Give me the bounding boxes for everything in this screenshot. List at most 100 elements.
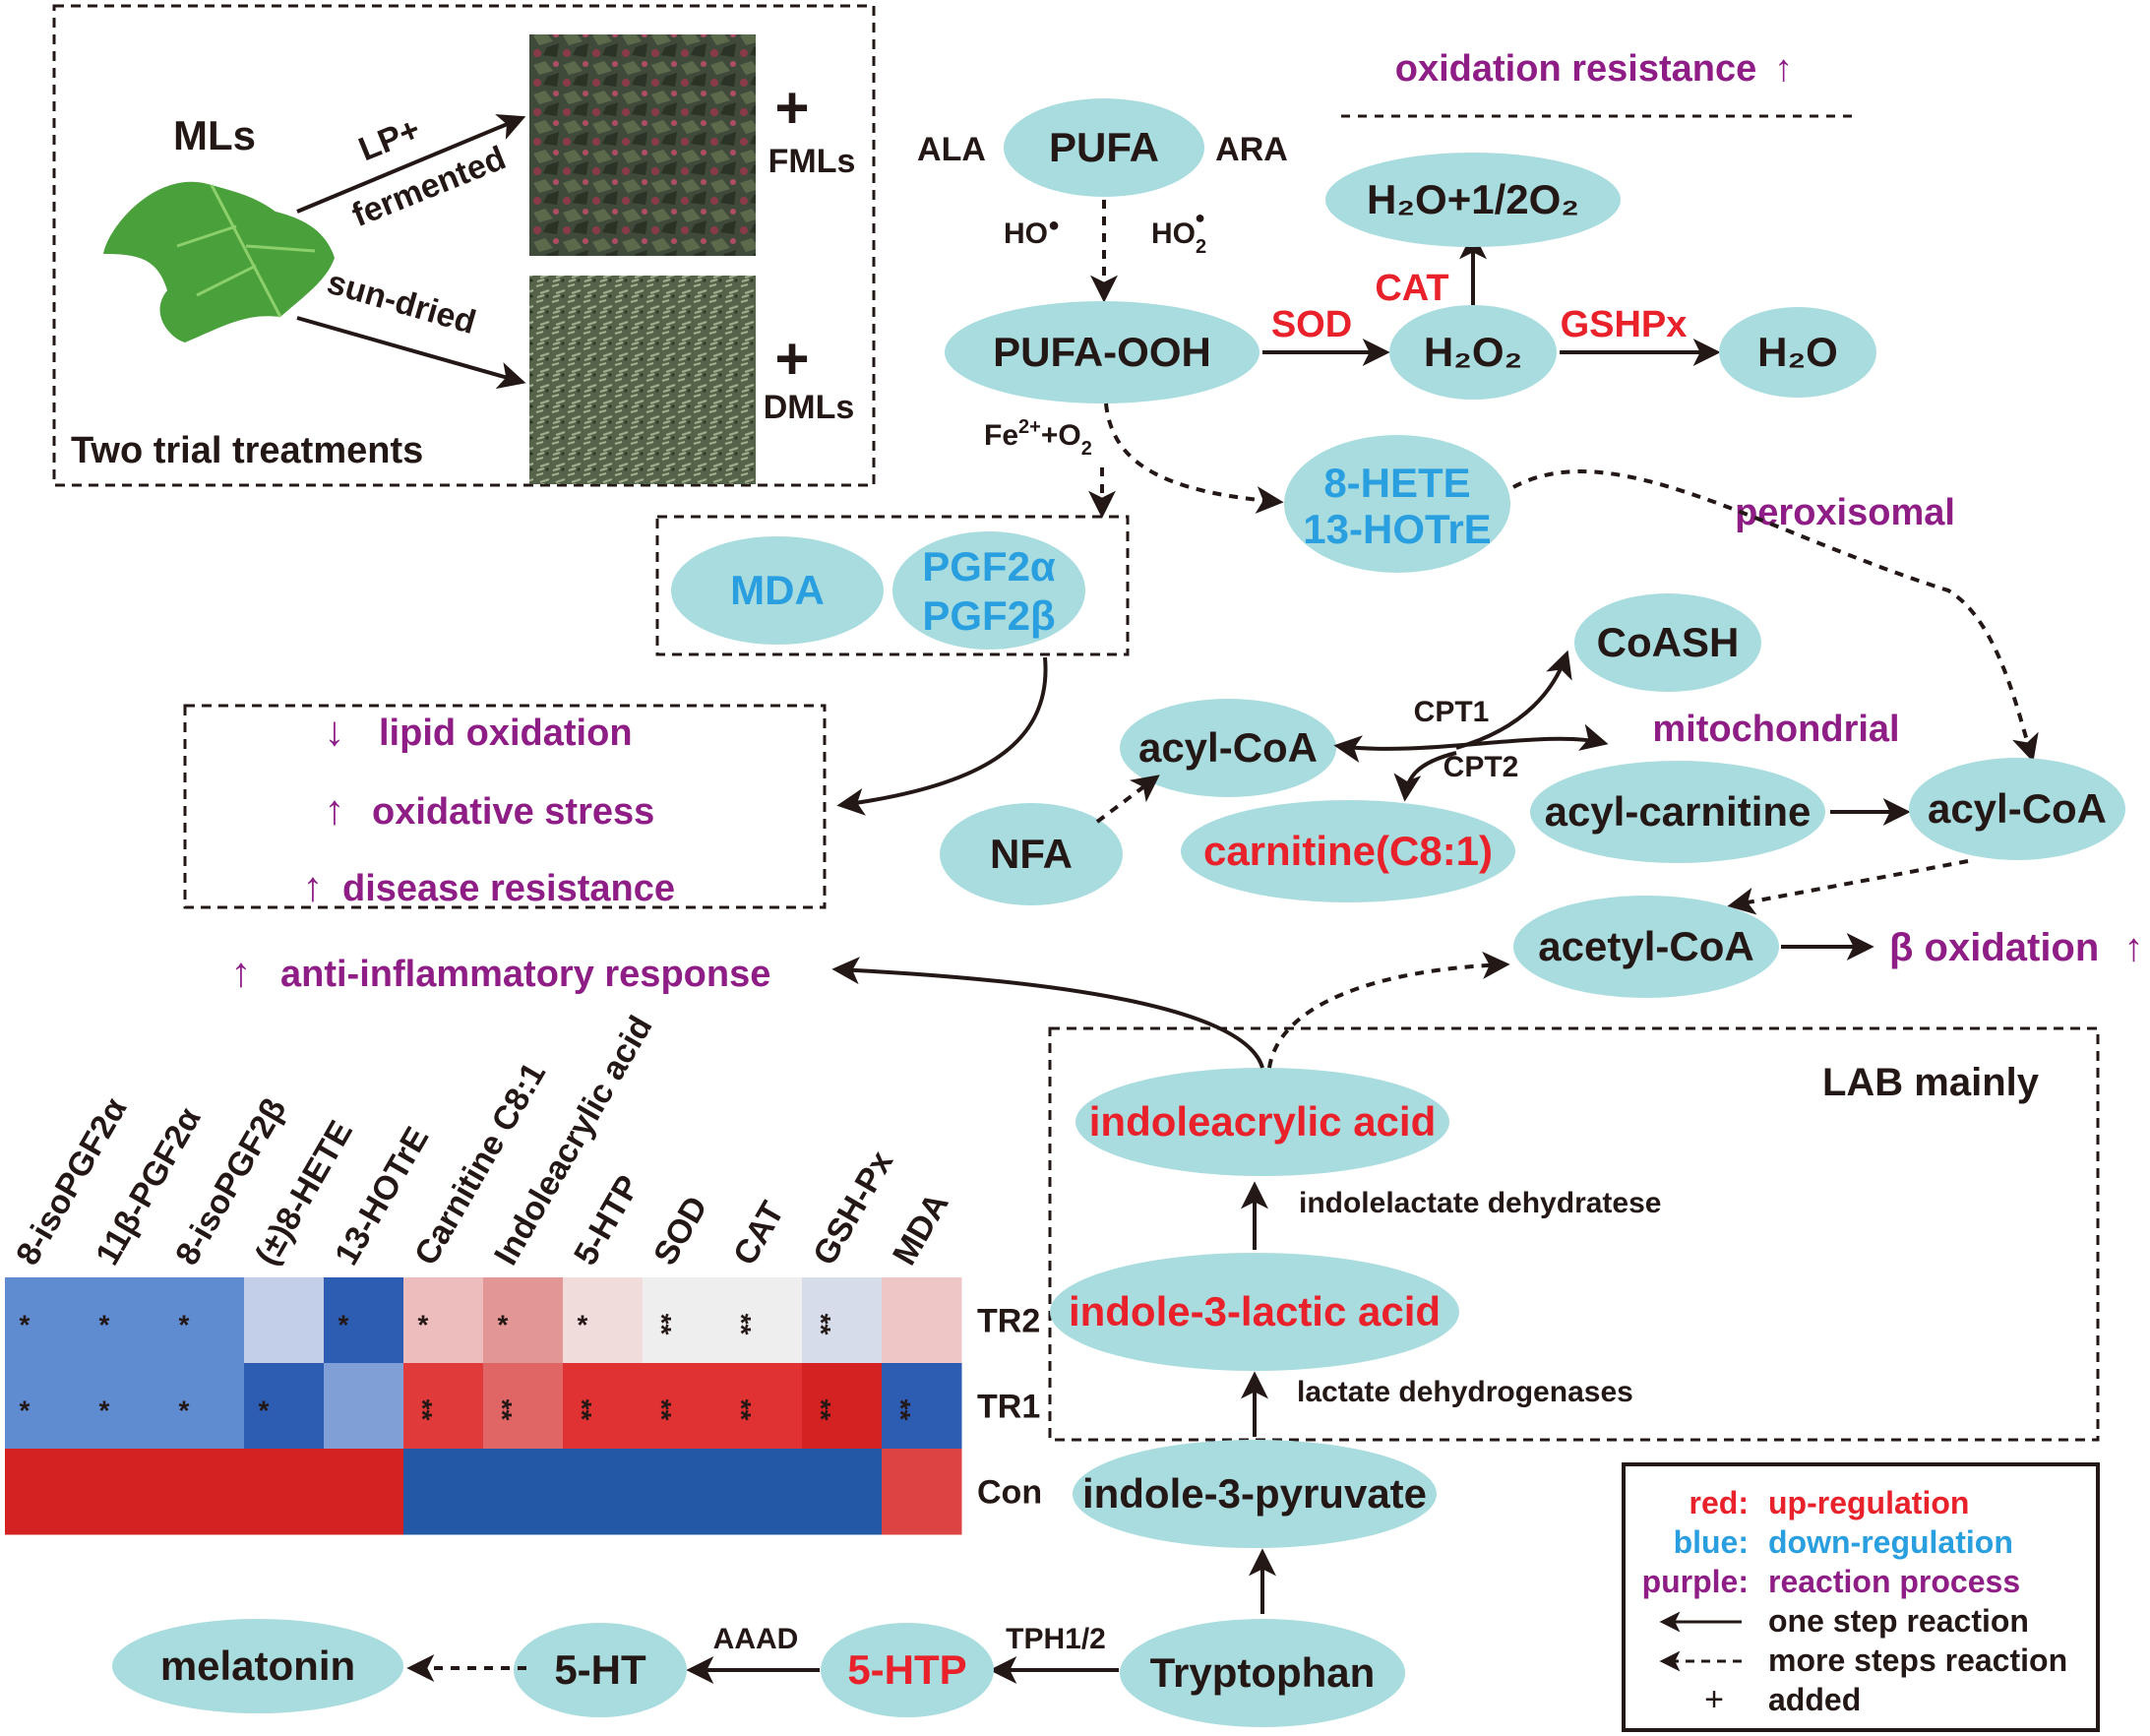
indole-pyruvate-label: indole-3-pyruvate: [1082, 1470, 1427, 1517]
heatmap-cell: [164, 1277, 245, 1364]
ht-node: [514, 1623, 687, 1717]
fatty-acid-pathway: CoASH acyl-CoA CPT1 CPT2 mitochondrial N…: [940, 593, 2143, 998]
cpt-double-arrow: [1333, 723, 1609, 763]
pufa-pathway: ALA ARA PUFA HO● HO2● PUFA-OOH SOD H₂O₂ …: [655, 48, 2039, 763]
oxidation-resistance-label: oxidation resistance↑: [1395, 48, 1793, 90]
down-arrow-icon: ↓: [325, 708, 345, 754]
heatmap-cell: [802, 1363, 883, 1450]
lp-plus-label: LP+: [353, 110, 425, 168]
heatmap-cell: [164, 1363, 245, 1450]
heatmap-significance-mark: **: [487, 1399, 518, 1421]
h2o2-node: [1389, 305, 1557, 400]
heatmap-significance-mark: *: [259, 1395, 270, 1426]
htp-node: [821, 1623, 994, 1717]
h2o-half-o2-node: [1325, 153, 1621, 247]
heatmap-cell: [882, 1363, 962, 1450]
heatmap-significance-mark: *: [418, 1310, 429, 1340]
legend-red-value: up-regulation: [1768, 1485, 1969, 1520]
heatmap-significance-mark: **: [726, 1314, 757, 1335]
heatmap-significance-mark: *: [99, 1310, 110, 1340]
beta-oxidation-label: β oxidation↑: [1889, 926, 2143, 969]
ferment-arrow: [296, 114, 526, 214]
heatmap-cell: [5, 1277, 86, 1364]
nfa-label: NFA: [990, 831, 1073, 877]
cat-label: CAT: [1375, 268, 1448, 309]
heatmap-significance-mark: **: [407, 1399, 438, 1421]
indole-lactic-node: [1050, 1253, 1459, 1371]
heatmap-cell: [403, 1363, 484, 1450]
ht-label: 5-HT: [554, 1646, 646, 1693]
legend-plus-symbol: +: [1704, 1681, 1724, 1718]
oxidative-stress-label: oxidative stress: [372, 791, 654, 833]
acyl-coa-right-label: acyl-CoA: [1928, 785, 2107, 832]
heatmap-significance-mark: *: [99, 1395, 110, 1426]
tph-label: TPH1/2: [1006, 1623, 1106, 1655]
acyl-coa-right-node: [1909, 758, 2125, 860]
fermented-leaves-image: [529, 34, 756, 256]
aaad-label: AAAD: [713, 1623, 799, 1655]
heatmap-cell: [244, 1449, 325, 1535]
heatmap-significance-mark: **: [726, 1399, 757, 1421]
treatments-caption: Two trial treatments: [71, 430, 423, 471]
enzyme-1-label: indolelactate dehydratese: [1299, 1187, 1661, 1219]
ara-label: ARA: [1215, 131, 1288, 168]
h2o-half-o2-label: H₂O+1/2O₂: [1367, 176, 1579, 222]
fe-o2-label: Fe2++O2: [984, 416, 1092, 460]
heatmap-cell: [164, 1449, 245, 1535]
tryptophan-node: [1120, 1619, 1405, 1727]
heatmap-cell: [563, 1363, 644, 1450]
dried-leaves-image: [529, 276, 756, 484]
ho2-label: HO2●: [1151, 208, 1206, 258]
legend-plus-label: added: [1768, 1682, 1861, 1717]
heatmap-cell: [85, 1449, 165, 1535]
pgf2b-label: PGF2β: [922, 592, 1055, 639]
nfa-node: [940, 803, 1123, 905]
up-arrow-icon-stress: ↑: [325, 786, 345, 833]
hete-label: 8-HETE: [1323, 460, 1470, 506]
acylcoa-to-acetylcoa-arrow: [1727, 859, 1969, 915]
hotre-label: 13-HOTrE: [1303, 506, 1491, 552]
heatmap-significance-mark: **: [806, 1399, 836, 1421]
legend-red-key: red:: [1689, 1485, 1749, 1520]
sundry-arrow: [296, 316, 526, 390]
heatmap-cell: [483, 1363, 564, 1450]
legend-solid-label: one step reaction: [1768, 1603, 2029, 1639]
cpt1-label: CPT1: [1414, 696, 1490, 728]
hete-hotre-node: [1284, 435, 1510, 573]
pufa-ooh-node: [945, 301, 1259, 403]
heatmap-cell: [643, 1449, 723, 1535]
acyl-coa-left-label: acyl-CoA: [1138, 724, 1318, 771]
heatmap: 8-isoPGF2α11β-PGF2α8-isoPGF2β(±)8-HETE13…: [5, 1010, 1042, 1535]
htp-label: 5-HTP: [847, 1646, 966, 1693]
indoleacrylic-to-acetylcoa-arrow: [1267, 951, 1510, 1069]
h2o2-label: H₂O₂: [1424, 329, 1522, 375]
heatmap-significance-mark: *: [20, 1395, 31, 1426]
acyl-coa-left-node: [1120, 699, 1336, 797]
indole-pyruvate-node: [1073, 1440, 1437, 1548]
ala-label: ALA: [917, 131, 986, 168]
sun-dried-label: sun-dried: [323, 264, 479, 341]
hete-to-acylcoa-arrow: [1512, 469, 2039, 763]
legend-dashed-label: more steps reaction: [1768, 1643, 2067, 1678]
h2o-node: [1719, 307, 1876, 398]
heatmap-cell: [483, 1449, 564, 1535]
heatmap-significance-mark: *: [20, 1310, 31, 1340]
tryptophan-pathway: Tryptophan TPH1/2 5-HTP AAAD 5-HT melato…: [112, 1548, 1405, 1727]
heatmap-row-label: TR2: [977, 1303, 1040, 1340]
mda-label: MDA: [730, 567, 825, 613]
pgf-node: [892, 531, 1085, 650]
legend-blue-key: blue:: [1674, 1524, 1749, 1560]
indoleacrylic-node: [1075, 1068, 1449, 1176]
legend-purple-key: purple:: [1642, 1564, 1749, 1599]
heatmap-cell: [483, 1277, 564, 1364]
heatmap-significance-mark: *: [578, 1310, 588, 1340]
up-arrow-icon-inflammatory: ↑: [231, 949, 252, 995]
heatmap-column-label: SOD: [646, 1190, 715, 1271]
lab-mainly-label: LAB mainly: [1822, 1061, 2040, 1104]
coash-node: [1574, 593, 1761, 692]
heatmap-cell: [882, 1277, 962, 1364]
tryptophan-label: Tryptophan: [1150, 1649, 1376, 1696]
lab-pathway: LAB mainly indoleacrylic acid indolelact…: [831, 951, 2100, 1548]
melatonin-label: melatonin: [160, 1643, 355, 1689]
